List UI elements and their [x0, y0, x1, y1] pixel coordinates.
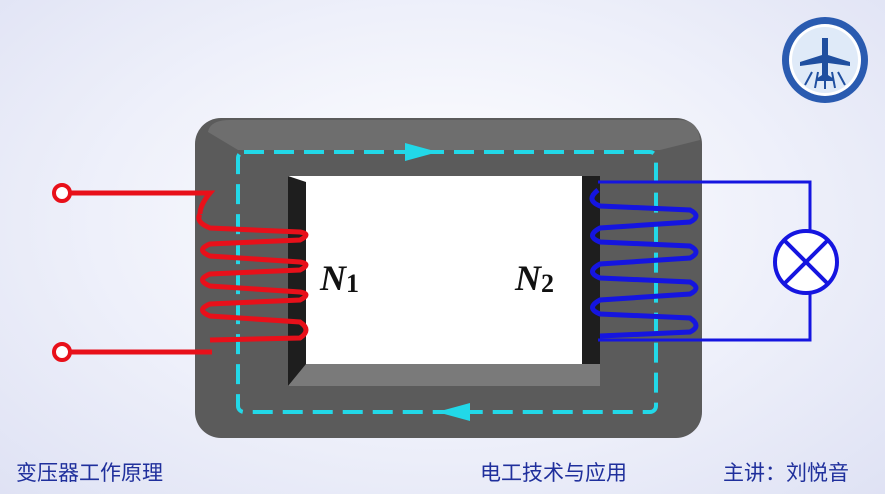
input-terminal-top [52, 183, 72, 203]
primary-turns-label: N1 [319, 258, 359, 298]
lecturer-name: 主讲：刘悦音 [723, 461, 849, 485]
logo-badge [782, 17, 868, 103]
lamp-icon [773, 229, 839, 295]
flux-arrow-right-icon [405, 143, 438, 161]
slide-title: 变压器工作原理 [16, 461, 163, 485]
iron-core [195, 118, 702, 438]
course-name: 电工技术与应用 [480, 461, 627, 485]
flux-arrow-left-icon [437, 403, 470, 421]
primary-winding [52, 183, 309, 362]
magnetic-flux-path [236, 143, 658, 421]
secondary-winding [589, 180, 812, 342]
input-terminal-bottom [52, 342, 72, 362]
secondary-turns-label: N2 [514, 258, 554, 298]
